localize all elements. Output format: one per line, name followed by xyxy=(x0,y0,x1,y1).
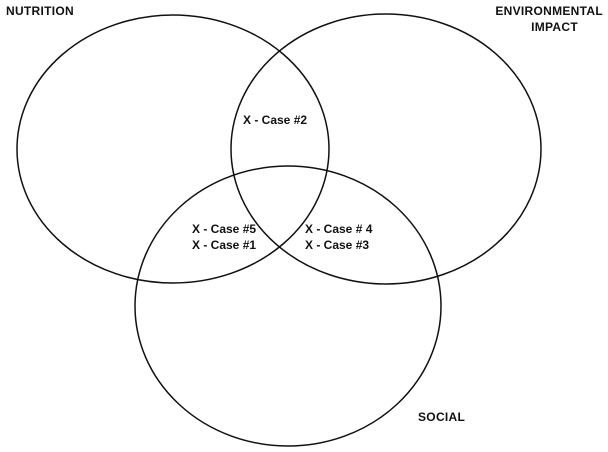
environmental-impact-circle xyxy=(230,13,542,285)
environmental-impact-label-line2: IMPACT xyxy=(531,20,578,34)
region-nutrition-environmental-label: X - Case #2 xyxy=(243,113,307,127)
region-environmental-social-label-2: X - Case #3 xyxy=(305,238,369,252)
environmental-impact-label-line1: ENVIRONMENTAL xyxy=(495,4,603,18)
social-label: SOCIAL xyxy=(418,410,465,424)
nutrition-circle xyxy=(16,14,330,284)
region-nutrition-social-label-1: X - Case #5 xyxy=(192,222,256,236)
region-environmental-social-label-1: X - Case # 4 xyxy=(305,222,373,236)
nutrition-label: NUTRITION xyxy=(6,4,74,18)
region-nutrition-social-label-2: X - Case #1 xyxy=(192,238,256,252)
social-circle xyxy=(134,165,442,447)
